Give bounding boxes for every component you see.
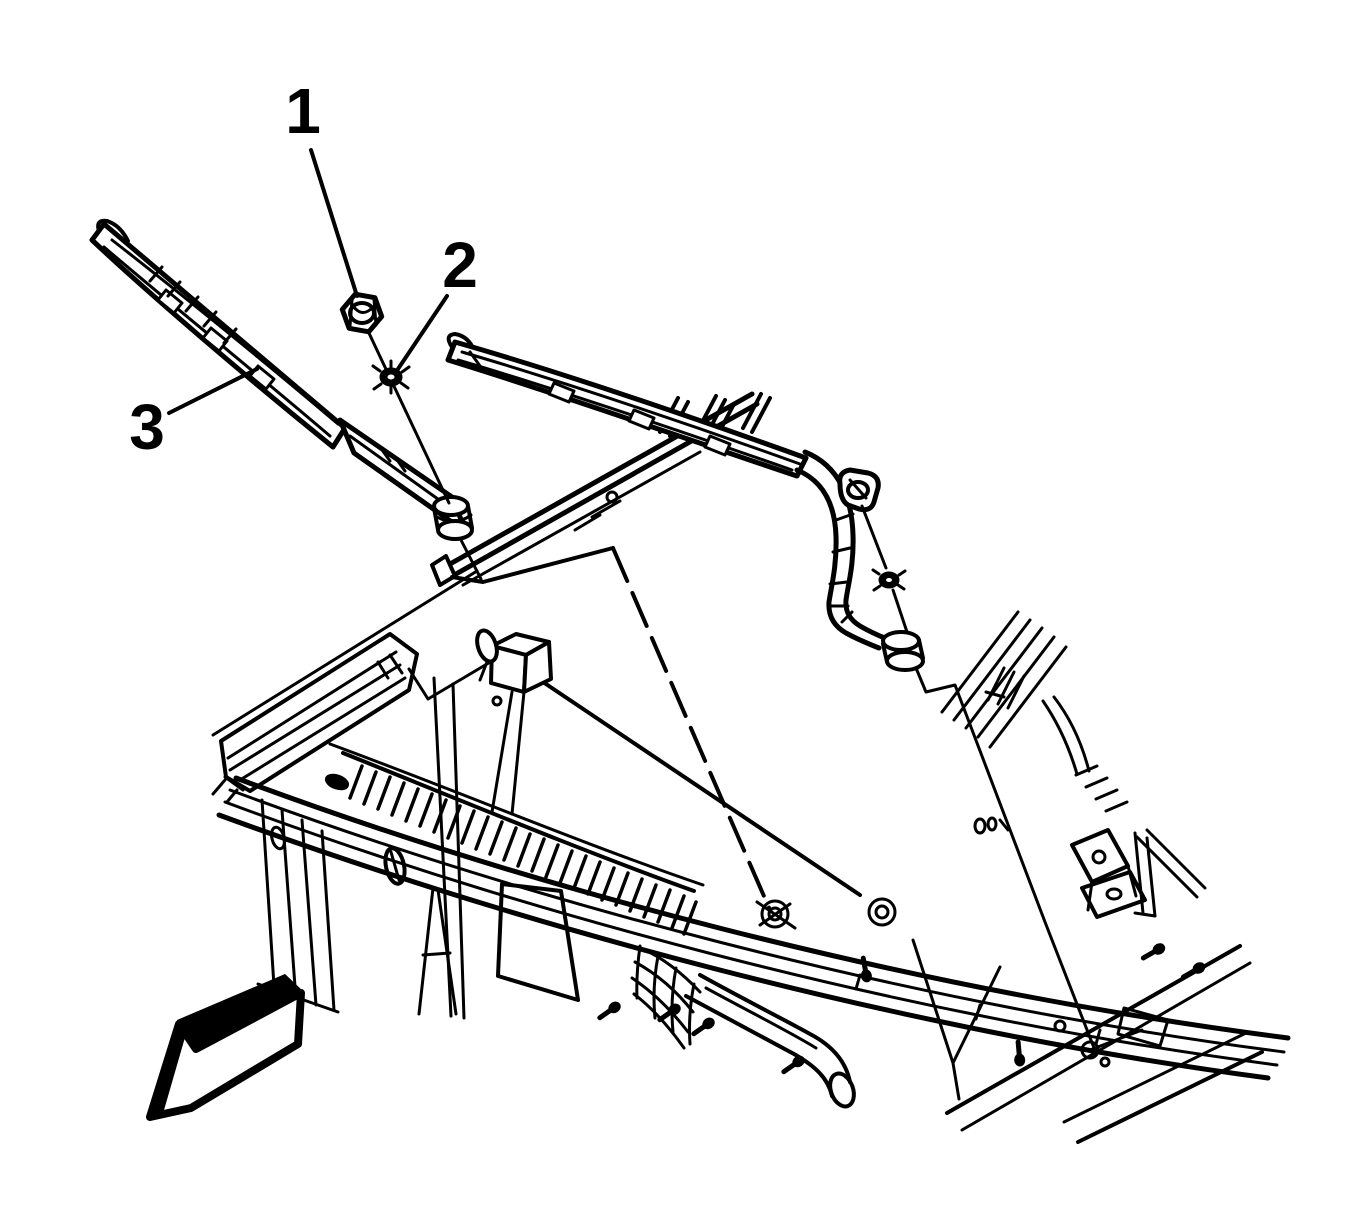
cowl-panel: [216, 742, 1291, 1081]
callout-1-label: 1: [285, 75, 321, 147]
a-pillar-structure: [940, 610, 1207, 919]
frame-rails: [945, 944, 1264, 1144]
leader-line-2: [396, 294, 449, 371]
callout-3-label: 3: [129, 391, 165, 463]
hood-rear-edge: [211, 632, 419, 804]
callout-leader-lines: [167, 148, 449, 415]
right-pivot-shaft: [881, 630, 1098, 1055]
leader-line-1: [309, 148, 359, 298]
left-wiper-arm-assembly: [89, 218, 483, 581]
right-wiper-arm-assembly: [445, 332, 1098, 1055]
stud-axis-line: [366, 329, 451, 505]
right-fastener-stack: [837, 467, 909, 634]
stud-axis-line: [860, 504, 888, 570]
hvac-duct: [684, 973, 856, 1109]
pivot-axis-line: [914, 666, 1098, 1055]
left-fastener-stack: [339, 291, 451, 505]
pivot-washer: [871, 568, 907, 592]
leader-line-3: [167, 367, 259, 415]
front-direction-arrow-icon: [146, 974, 305, 1121]
left-pivot-shaft: [432, 495, 483, 581]
callout-2-label: 2: [442, 229, 478, 301]
pivot-washer: [371, 359, 411, 395]
hidden-edge-dashed-line: [611, 546, 772, 912]
bolt-fasteners: [597, 943, 1206, 1075]
firewall-left-structure: [256, 676, 580, 1020]
center-bracket-box: [407, 628, 553, 816]
